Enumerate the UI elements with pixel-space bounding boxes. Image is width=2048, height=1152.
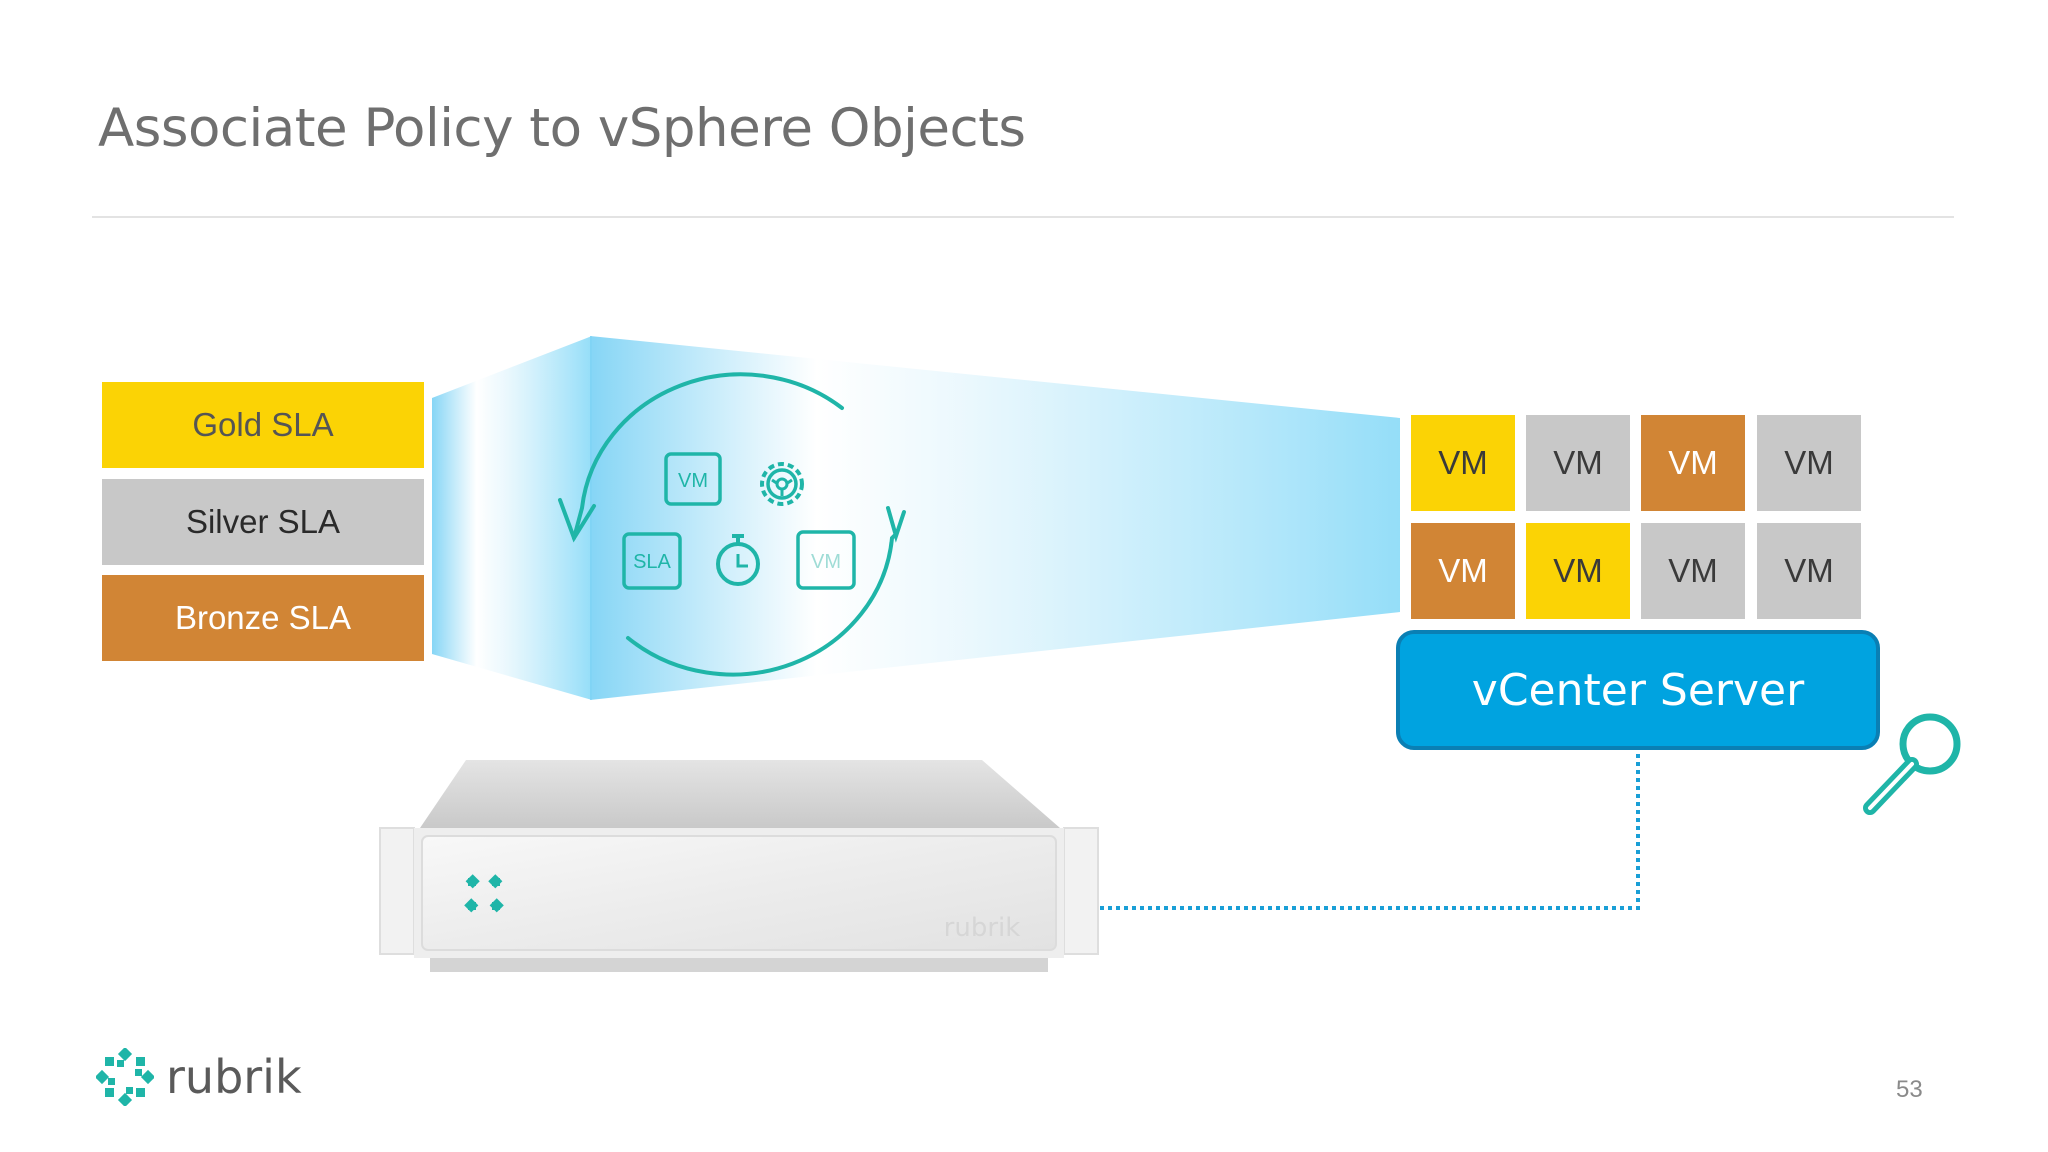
vm-label: VM — [1668, 552, 1718, 589]
policy-cycle-diagram: VM SLA VM — [558, 372, 906, 677]
bronze-sla-box: Bronze SLA — [102, 575, 424, 661]
magnifier-icon — [1863, 713, 1961, 815]
vm-label: VM — [1553, 552, 1603, 589]
vm-tile: VM — [1411, 415, 1515, 511]
rubrik-logo: rubrik — [96, 1048, 302, 1106]
appliance-brand-text: rubrik — [944, 913, 1021, 943]
vm-icon-label: VM — [678, 470, 708, 492]
silver-sla-label: Silver SLA — [185, 503, 341, 540]
stopwatch-icon — [716, 534, 760, 586]
vm-tile: VM — [1757, 523, 1861, 619]
title-divider — [92, 216, 1954, 218]
slide-title: Associate Policy to vSphere Objects — [98, 98, 1026, 159]
silver-sla-box: Silver SLA — [102, 479, 424, 565]
vm-label: VM — [1668, 444, 1718, 481]
vm-label: VM — [1784, 444, 1834, 481]
page-number: 53 — [1896, 1076, 1923, 1103]
rubrik-logo-icon — [96, 1048, 154, 1106]
vm-tile: VM — [1641, 523, 1745, 619]
vm-label: VM — [1438, 552, 1488, 589]
sla-icon: SLA — [622, 532, 682, 590]
vm-tile: VM — [1641, 415, 1745, 511]
sla-icon-label: SLA — [633, 551, 671, 573]
vm-label: VM — [1553, 444, 1603, 481]
gear-icon — [760, 462, 804, 506]
bronze-sla-label: Bronze SLA — [174, 599, 352, 636]
vm-label: VM — [1784, 552, 1834, 589]
cycle-arrows-icon — [558, 372, 906, 677]
vm-icon-label: VM — [811, 551, 841, 573]
vm-icon: VM — [796, 530, 856, 590]
rubrik-wordmark: rubrik — [166, 1050, 302, 1104]
vm-tile: VM — [1757, 415, 1861, 511]
vm-icon: VM — [664, 452, 722, 506]
vm-tile: VM — [1526, 415, 1630, 511]
gold-sla-label: Gold SLA — [192, 406, 334, 443]
vm-tile: VM — [1411, 523, 1515, 619]
vcenter-server-label: vCenter Server — [1471, 664, 1805, 716]
vcenter-server-box: vCenter Server — [1396, 630, 1880, 750]
vm-label: VM — [1438, 444, 1488, 481]
vm-tile: VM — [1526, 523, 1630, 619]
gold-sla-box: Gold SLA — [102, 382, 424, 468]
rubrik-appliance-image: rubrik — [379, 760, 1099, 972]
